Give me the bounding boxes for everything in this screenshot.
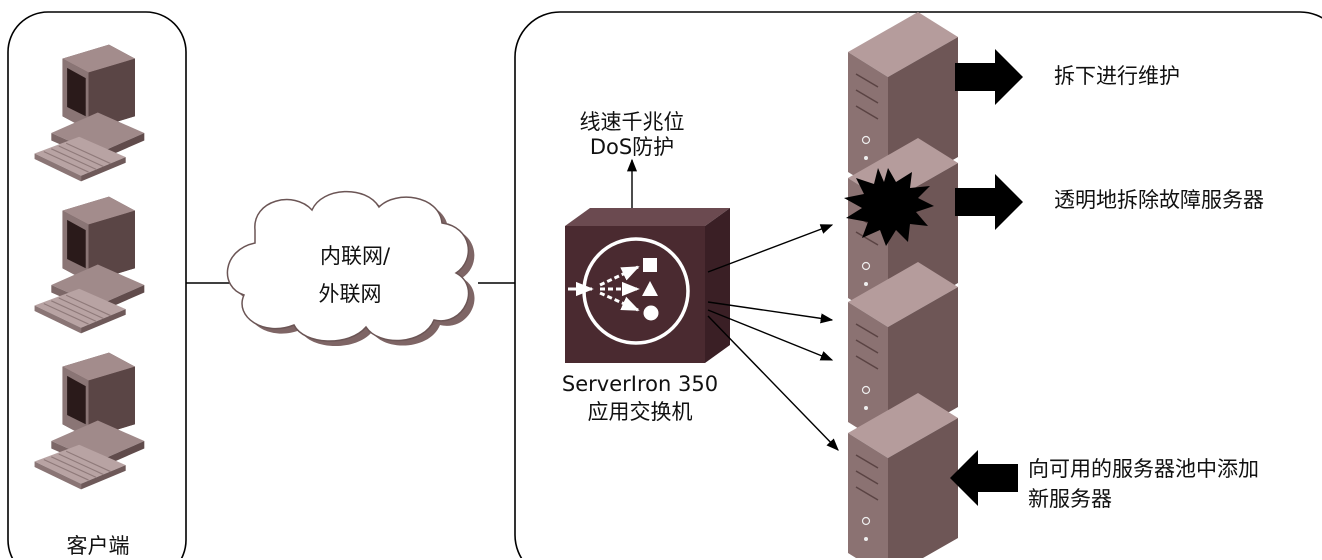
computer-icon (34, 196, 145, 334)
maintenance-label: 拆下进行维护 (1054, 64, 1180, 88)
switch-type: 应用交换机 (587, 400, 693, 424)
computer-icon (34, 44, 145, 182)
dos-label-line2: DoS防护 (589, 135, 675, 159)
arrow-icon (955, 49, 1023, 105)
add-server-label-line1: 向可用的服务器池中添加 (1028, 457, 1259, 481)
clients-panel (7, 11, 187, 558)
failed-server-label: 透明地拆除故障服务器 (1054, 188, 1264, 212)
network-label-line1: 内联网/ (319, 244, 391, 268)
starburst-icon (844, 168, 934, 246)
link-arrow (707, 309, 834, 361)
dos-label-line1: 线速千兆位 (579, 110, 685, 134)
switch-icon (565, 208, 730, 363)
arrow-icon (950, 450, 1018, 506)
add-server-label-line2: 新服务器 (1028, 487, 1112, 511)
network-label-line2: 外联网 (318, 282, 382, 306)
cloud-icon (226, 190, 475, 347)
clients-label: 客户端 (66, 534, 130, 558)
link-arrow (707, 301, 834, 324)
arrow-icon (955, 174, 1023, 230)
link-arrow (707, 315, 839, 451)
computer-icon (34, 352, 145, 490)
server-farm-panel (514, 11, 1322, 558)
switch-name: ServerIron 350 (561, 372, 719, 396)
link-arrow (707, 224, 834, 273)
